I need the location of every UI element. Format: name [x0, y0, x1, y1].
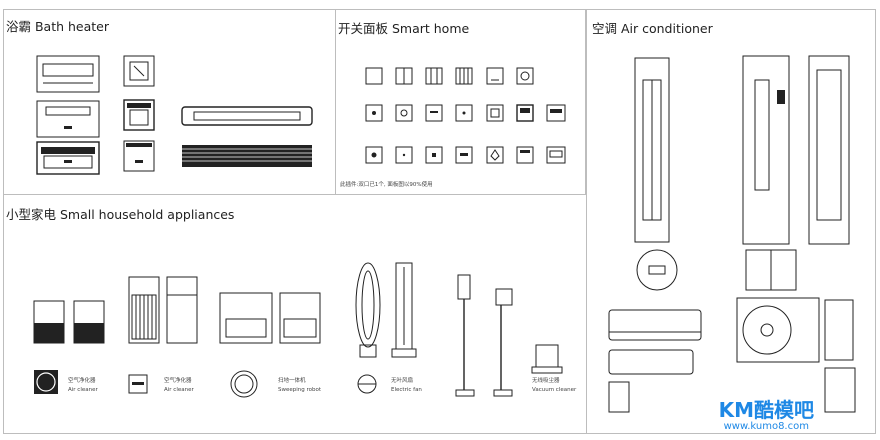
small-appliances-title: 小型家电 Small household appliances: [6, 207, 235, 222]
bath-heater-5: [123, 99, 155, 131]
kumo8-watermark: KM酷模吧 www.kumo8.com: [719, 399, 814, 432]
purifier-2-side: [128, 276, 160, 344]
appliance-drawings: [33, 262, 563, 398]
ac-drawings: [608, 55, 856, 413]
outdoor-unit-side: [824, 299, 854, 361]
switch-row-2: [365, 104, 566, 122]
tower-ac-top-view: [636, 249, 678, 291]
robot-top-view: [230, 370, 258, 398]
bath-heater-title: 浴霸 Bath heater: [6, 19, 110, 34]
bath-heater-long-2: [182, 145, 312, 167]
wall-ac-unit: [608, 309, 702, 341]
robot-dock: [219, 292, 273, 344]
purifier-top-view: [34, 370, 58, 394]
watermark-url: www.kumo8.com: [723, 421, 809, 432]
fan-top-view: [357, 374, 377, 394]
stick-vacuum-2: [493, 288, 513, 397]
purifier-2-label-en: Air cleaner: [164, 387, 194, 393]
tower-ac-2-top-view: [745, 249, 797, 291]
bath-heater-drawings: [36, 55, 313, 175]
robot-label-cn: 扫地一体机: [278, 378, 306, 384]
switch-row-3: [365, 146, 566, 164]
tower-ac-2: [742, 55, 790, 245]
outdoor-unit: [736, 297, 820, 363]
watermark-brand: KM酷模吧: [718, 398, 814, 422]
stick-vacuum-1: [455, 274, 475, 397]
purifier-1-label-cn: 空气净化器: [68, 378, 96, 384]
small-appliances-panel: 小型家电 Small household appliances: [3, 194, 587, 434]
fan-label-en: Electric fan: [391, 387, 422, 393]
purifier-1-back: [73, 300, 105, 344]
switch-panel-grid: [365, 67, 566, 164]
bladeless-fan-1: [355, 262, 381, 358]
tower-ac-3: [808, 55, 850, 245]
air-conditioner-panel: 空调 Air conditioner: [586, 9, 876, 434]
purifier-1-front: [33, 300, 65, 344]
smart-home-note: 此插件:双口已1个, 面板图以90%使用: [340, 182, 433, 188]
vacuum-station: [531, 344, 563, 374]
bath-heater-panel: 浴霸 Bath heater: [3, 9, 336, 195]
ceiling-cassette: [608, 367, 856, 413]
vacuum-label-en: Vacuum cleaner: [532, 387, 577, 393]
robot-label-en: Sweeping robot: [278, 387, 322, 393]
bath-heater-6: [123, 140, 155, 172]
bath-heater-long-1: [181, 106, 313, 126]
bath-heater-4: [123, 55, 155, 87]
switch-row-1: [365, 67, 534, 85]
air-conditioner-title: 空调 Air conditioner: [592, 21, 713, 36]
purifier-top-view-2: [128, 374, 148, 394]
smart-home-title: 开关面板 Smart home: [338, 21, 470, 36]
bath-heater-3: [36, 141, 100, 175]
vacuum-label-cn: 无线吸尘器: [532, 378, 560, 384]
robot-dock-2: [279, 292, 321, 344]
purifier-2-label-cn: 空气净化器: [164, 378, 192, 384]
purifier-1-label-en: Air cleaner: [68, 387, 98, 393]
bath-heater-1: [36, 55, 100, 93]
tower-ac-1: [634, 57, 670, 243]
bladeless-fan-2: [391, 262, 417, 358]
wall-ac-unit-2: [608, 349, 694, 375]
purifier-2-front: [166, 276, 198, 344]
fan-label-cn: 无叶风扇: [391, 378, 414, 384]
bath-heater-2: [36, 100, 100, 138]
smart-home-panel: 开关面板 Smart home: [335, 9, 586, 195]
